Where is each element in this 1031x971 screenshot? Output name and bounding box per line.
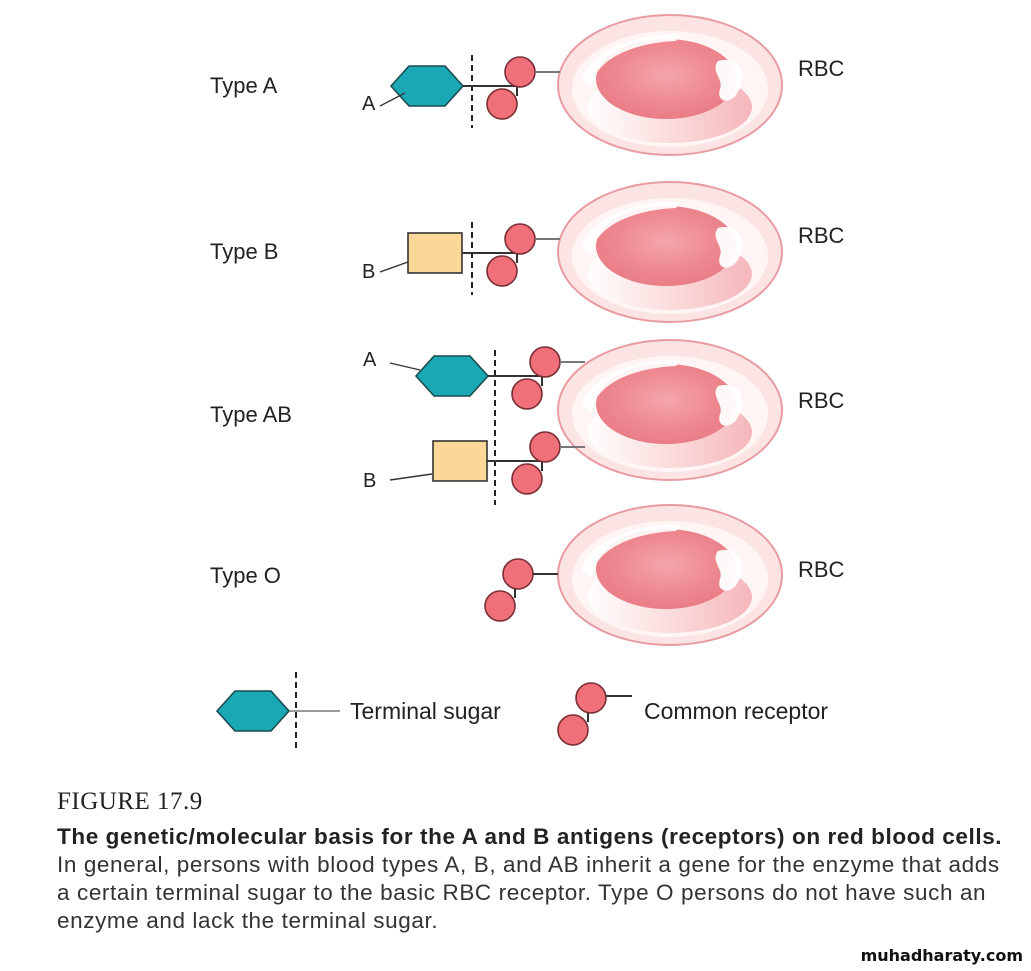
sugar-letter: A <box>362 93 376 115</box>
type-label: Type O <box>210 563 281 588</box>
type-label: Type A <box>210 73 278 98</box>
row-type-a: Type A RBC A <box>210 14 845 156</box>
legend: Terminal sugar Common receptor <box>216 672 828 752</box>
common-receptor <box>511 431 561 495</box>
rbc-label: RBC <box>798 223 845 248</box>
legend-terminal-sugar-icon <box>216 690 290 732</box>
caption-heading: The genetic/molecular basis for the A an… <box>57 824 1003 849</box>
sugar-letter: A <box>363 349 377 371</box>
terminal-sugar-b <box>407 232 463 274</box>
row-type-o: Type O RBC <box>210 504 845 646</box>
legend-common-receptor-icon <box>557 682 607 746</box>
sugar-letter: B <box>363 470 376 492</box>
common-receptor <box>486 223 536 287</box>
rbc-cell <box>557 504 783 646</box>
sugar-letter: B <box>362 261 375 283</box>
caption-body: In general, persons with blood types A, … <box>57 852 1000 933</box>
watermark: muhadharaty.com <box>860 946 1023 965</box>
type-label: Type AB <box>210 402 292 427</box>
legend-terminal-sugar-label: Terminal sugar <box>350 698 501 724</box>
terminal-sugar-a <box>390 65 464 107</box>
common-receptor <box>486 56 536 120</box>
common-receptor <box>484 558 534 622</box>
rbc-cell <box>557 14 783 156</box>
rbc-cell <box>557 181 783 323</box>
figure-title: FIGURE 17.9 <box>57 788 203 815</box>
figure-caption: The genetic/molecular basis for the A an… <box>57 823 1017 935</box>
row-type-ab: Type AB RBC A B <box>210 339 845 505</box>
rbc-cell <box>557 339 783 481</box>
rbc-label: RBC <box>798 56 845 81</box>
rbc-label: RBC <box>798 557 845 582</box>
terminal-sugar-b <box>432 440 488 482</box>
legend-common-receptor-label: Common receptor <box>644 698 828 724</box>
type-label: Type B <box>210 239 278 264</box>
rbc-label: RBC <box>798 388 845 413</box>
blood-type-diagram: Type A RBC A Type B RBC B Type AB RBC A <box>210 14 845 752</box>
row-type-b: Type B RBC B <box>210 181 845 323</box>
common-receptor <box>511 346 561 410</box>
terminal-sugar-a <box>415 355 489 397</box>
